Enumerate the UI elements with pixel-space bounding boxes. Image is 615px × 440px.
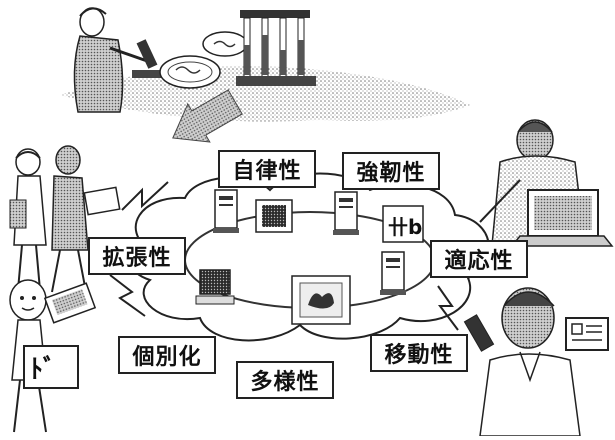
lab-researcher-microscope-icon: [60, 7, 470, 122]
wireless-signal-icon: [109, 274, 146, 317]
document-window-icon: [255, 199, 293, 233]
down-left-arrow-icon: [172, 89, 243, 143]
child-with-signs-icon: ﾄﾞ: [9, 279, 97, 433]
label-adaptability: 適応性: [430, 240, 528, 278]
label-robustness: 強靭性: [342, 152, 440, 190]
office-worker-laptop-icon: [479, 119, 614, 247]
label-mobility: 移動性: [370, 334, 468, 372]
wireless-signal-icon: [121, 181, 169, 211]
server-tower-icon: [213, 189, 239, 233]
document-window-icon: [291, 275, 351, 325]
document-window-icon: 卄b: [382, 205, 424, 243]
svg-text:ﾄﾞ: ﾄﾞ: [30, 354, 56, 385]
server-tower-icon: [380, 251, 406, 295]
label-autonomy: 自律性: [218, 150, 316, 188]
desktop-computer-icon: [195, 269, 235, 305]
wireless-signal-icon: [437, 285, 459, 331]
label-scalability: 拡張性: [88, 237, 186, 275]
man-with-phone-icon: [463, 287, 609, 437]
label-diversity: 多様性: [236, 361, 334, 399]
server-tower-icon: [333, 191, 359, 235]
walking-people-icon: [9, 145, 121, 293]
label-personalization: 個別化: [118, 336, 216, 374]
svg-text:卄b: 卄b: [388, 215, 422, 239]
